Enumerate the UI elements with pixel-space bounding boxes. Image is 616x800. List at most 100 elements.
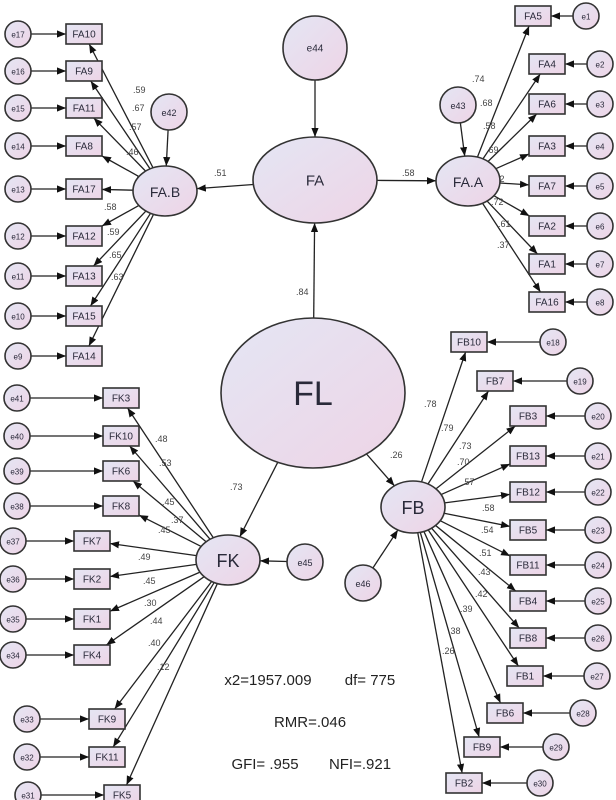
indicator-label: FA7	[538, 182, 556, 193]
indicator-fa10: FA10	[65, 23, 103, 45]
indicator-label: FK6	[112, 467, 131, 478]
coef-fa13: .59	[107, 227, 120, 237]
indicator-label: FA14	[72, 352, 96, 363]
error-label: e15	[11, 105, 25, 114]
disturbance-label: e45	[297, 558, 312, 568]
error-label: e37	[6, 538, 20, 547]
error-label: e17	[11, 31, 25, 40]
indicator-fa6: FA6	[528, 93, 566, 115]
indicator-fk6: FK6	[102, 460, 140, 482]
coef-fa-fab: .51	[214, 168, 227, 178]
error-label: e39	[10, 468, 24, 477]
coef-fk7: .45	[158, 525, 171, 535]
error-label: e9	[14, 353, 23, 362]
indicator-fk10: FK10	[102, 425, 140, 447]
df-stat: df= 775	[345, 672, 395, 689]
indicator-fa16: FA16	[528, 291, 566, 313]
indicator-label: FB3	[519, 412, 538, 423]
loading-fa15	[89, 212, 152, 307]
indicator-fb8: FB8	[509, 627, 547, 649]
indicator-fb5: FB5	[509, 519, 547, 541]
loading-fb9	[419, 532, 481, 738]
loading-fa1	[486, 200, 538, 255]
error-label: e7	[596, 261, 605, 270]
loading-fa8	[101, 155, 140, 178]
latent-faa: FA.A	[435, 155, 501, 207]
indicator-fa1: FA1	[528, 253, 566, 275]
loading-fa7	[499, 180, 530, 188]
loading-fk6	[132, 480, 207, 543]
indicator-label: FB2	[455, 779, 474, 790]
coef-fa14: .63	[111, 272, 124, 282]
indicator-fk11: FK11	[88, 746, 126, 768]
error-e9: e9	[4, 342, 32, 370]
indicator-fb11: FB11	[509, 554, 547, 576]
error-label: e3	[596, 101, 605, 110]
latent-fl: FL	[220, 317, 406, 469]
error-e10: e10	[4, 302, 32, 330]
coef-fa5: .74	[472, 74, 485, 84]
error-label: e26	[591, 635, 605, 644]
error-e39: e39	[3, 457, 31, 485]
disturbance-e44: e44	[282, 15, 348, 81]
indicator-label: FB8	[519, 634, 538, 645]
loading-fb13	[440, 463, 511, 496]
latent-fb: FB	[380, 480, 446, 534]
coef-fb9: .38	[448, 626, 461, 636]
indicator-fk5: FK5	[103, 784, 141, 800]
error-e22: e22	[584, 478, 612, 506]
error-label: e25	[591, 598, 605, 607]
loading-fb5	[443, 512, 511, 529]
error-e15: e15	[4, 94, 32, 122]
error-e26: e26	[584, 624, 612, 652]
coef-fk11: .40	[148, 638, 161, 648]
indicator-label: FA2	[538, 222, 556, 233]
indicator-fa11: FA11	[65, 97, 103, 119]
disturbance-label: e46	[355, 579, 370, 589]
error-label: e40	[10, 433, 24, 442]
coef-fa6: .58	[483, 121, 496, 131]
loading-fk1	[109, 571, 201, 612]
error-e13: e13	[4, 175, 32, 203]
loading-fk9	[114, 581, 213, 710]
indicator-fa13: FA13	[65, 265, 103, 287]
error-label: e30	[533, 780, 547, 789]
indicator-fa4: FA4	[528, 53, 566, 75]
error-e29: e29	[542, 733, 570, 761]
coef-fl-fk: .73	[230, 482, 243, 492]
nfi-stat: NFI=.921	[329, 756, 391, 773]
error-label: e35	[6, 616, 20, 625]
error-e20: e20	[584, 402, 612, 430]
indicator-label: FK1	[83, 615, 102, 626]
coef-fb4: .51	[479, 548, 492, 558]
loading-fk10	[129, 445, 211, 540]
loading-fk5	[125, 583, 218, 786]
loading-fa17	[101, 186, 134, 194]
error-e41: e41	[3, 384, 31, 412]
latent-fab: FA.B	[132, 165, 198, 217]
indicator-fk7: FK7	[73, 530, 111, 552]
latent-label: FA	[306, 173, 324, 190]
loading-fa11	[93, 117, 147, 172]
indicator-fk2: FK2	[73, 568, 111, 590]
coef-fa1: .61	[498, 219, 511, 229]
indicator-label: FK10	[109, 432, 133, 443]
path-e42-to-fab	[163, 129, 171, 167]
loading-fk4	[105, 576, 205, 646]
error-label: e28	[576, 710, 590, 719]
coef-fa8: .46	[126, 147, 139, 157]
error-label: e12	[11, 233, 25, 242]
loading-fb11	[439, 520, 511, 557]
coef-fb6: .39	[460, 604, 473, 614]
indicator-label: FB5	[519, 526, 538, 537]
error-e14: e14	[4, 132, 32, 160]
indicator-fb6: FB6	[486, 702, 524, 724]
indicator-label: FK8	[112, 502, 131, 513]
coef-fb7: .79	[441, 423, 454, 433]
disturbance-e43: e43	[439, 86, 477, 124]
coef-fb11: .54	[481, 525, 494, 535]
disturbance-e46: e46	[344, 564, 382, 602]
coef-fa4: .68	[480, 98, 493, 108]
error-e32: e32	[13, 743, 41, 771]
indicator-label: FA1	[538, 260, 556, 271]
